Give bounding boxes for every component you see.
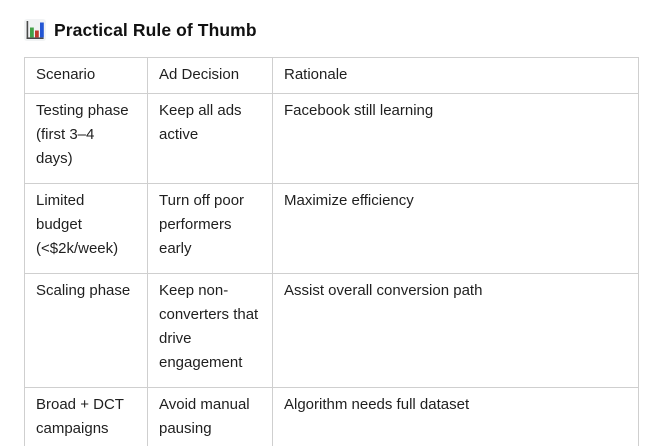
column-header-ad-decision: Ad Decision <box>147 57 273 94</box>
bar-chart-icon <box>24 19 46 41</box>
cell-scenario: Limited budget (<$2k/week) <box>24 183 148 274</box>
table-row-limited-budget: Limited budget (<$2k/week) Turn off poor… <box>24 183 639 274</box>
table-header-row: Scenario Ad Decision Rationale <box>24 57 639 94</box>
bar-chart-icon-bar-red <box>35 30 39 38</box>
bar-chart-icon-bar-green <box>30 27 34 38</box>
cell-rationale: Maximize efficiency <box>272 183 639 274</box>
column-header-scenario: Scenario <box>24 57 148 94</box>
cell-ad-decision: Turn off poor performers early <box>147 183 273 274</box>
page-title-text: Practical Rule of Thumb <box>54 19 257 40</box>
bar-chart-icon-bar-blue <box>40 22 44 38</box>
cell-rationale: Algorithm needs full dataset <box>272 387 639 446</box>
rule-of-thumb-table: Scenario Ad Decision Rationale Testing p… <box>24 57 639 446</box>
cell-ad-decision: Avoid manual pausing <box>147 387 273 446</box>
page-title: Practical Rule of Thumb <box>24 16 656 44</box>
cell-ad-decision: Keep non-converters that drive engagemen… <box>147 273 273 388</box>
cell-scenario: Scaling phase <box>24 273 148 388</box>
bar-chart-icon-axis-x <box>26 37 44 39</box>
column-header-rationale: Rationale <box>272 57 639 94</box>
table-row-broad-dct: Broad + DCT campaigns Avoid manual pausi… <box>24 387 639 446</box>
cell-rationale: Facebook still learning <box>272 93 639 184</box>
table-row-scaling-phase: Scaling phase Keep non-converters that d… <box>24 273 639 388</box>
cell-rationale: Assist overall conversion path <box>272 273 639 388</box>
bar-chart-icon-axis-y <box>26 21 29 39</box>
cell-scenario: Broad + DCT campaigns <box>24 387 148 446</box>
cell-ad-decision: Keep all ads active <box>147 93 273 184</box>
table-row-testing-phase: Testing phase (first 3–4 days) Keep all … <box>24 93 639 184</box>
cell-scenario: Testing phase (first 3–4 days) <box>24 93 148 184</box>
